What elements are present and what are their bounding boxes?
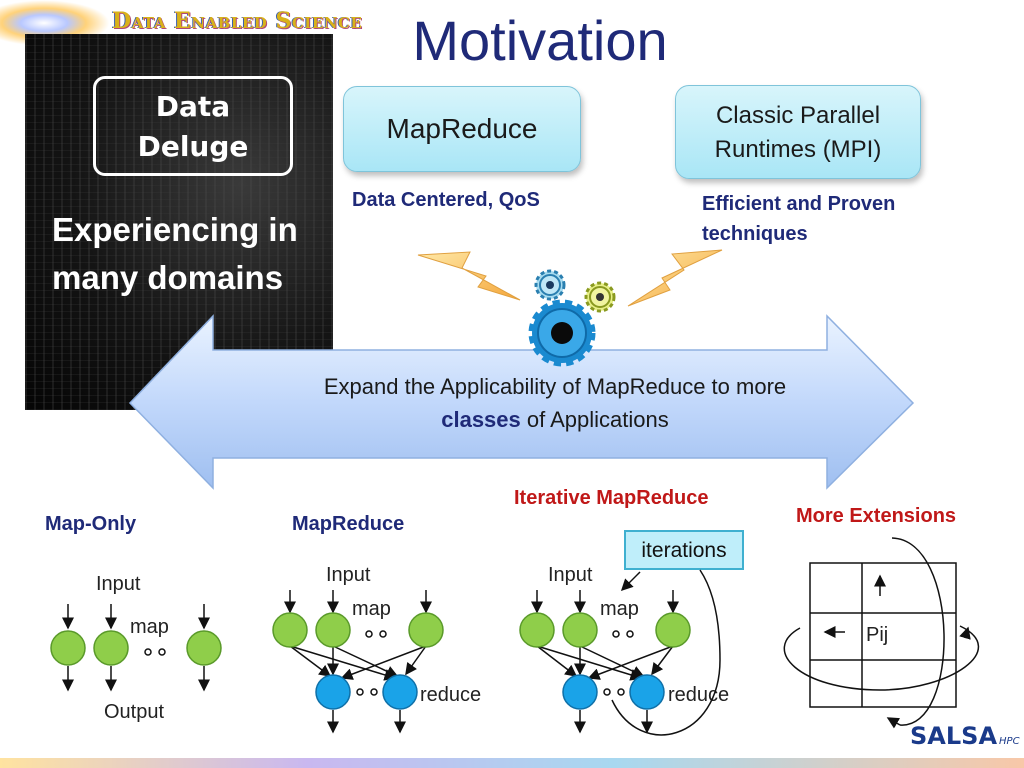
mapreduce-reduce-node-1: [315, 674, 351, 710]
extensions-title: More Extensions: [796, 505, 957, 527]
salsa-logo-text: SALSA: [910, 722, 998, 750]
datacenter-photo: [25, 34, 333, 410]
iterations-callout: iterations: [624, 530, 744, 570]
mapreduce-reduce-node-2: [382, 674, 418, 710]
iterative-map-node-1: [519, 612, 555, 648]
mapreduce-reduce-label: reduce: [420, 684, 482, 706]
map-only-title: Map-Only: [45, 513, 137, 535]
arrow-text-line1: Expand the Applicability of MapReduce to…: [323, 374, 787, 399]
iterative-input-label: Input: [548, 564, 593, 586]
map-only-node-1: [50, 630, 86, 666]
lightning-right-icon: [627, 249, 723, 307]
iterative-map-node-3: [655, 612, 691, 648]
mapreduce-map-node-2: [315, 612, 351, 648]
iterative-reduce-label: reduce: [668, 684, 730, 706]
data-deluge-label: Data Deluge: [93, 76, 293, 176]
gear-small-yellow-icon: [584, 281, 616, 313]
mapreduce-map-label: map: [352, 598, 391, 620]
arrow-text-emph: classes: [441, 407, 521, 432]
map-only-node-3: [186, 630, 222, 666]
mapreduce-map-node-1: [272, 612, 308, 648]
salsa-logo-sub: HPC: [999, 736, 1020, 747]
double-arrow: [128, 314, 915, 490]
map-only-input-label: Input: [96, 573, 141, 595]
brand-banner: Data Enabled Science: [112, 8, 363, 34]
map-only-node-2: [93, 630, 129, 666]
footer-strip: [0, 758, 1024, 768]
iterative-map-label: map: [600, 598, 639, 620]
mapreduce-map-node-3: [408, 612, 444, 648]
pij-label: Pij: [866, 624, 889, 646]
lightning-left-icon: [417, 251, 521, 301]
page-title: Motivation: [412, 9, 668, 72]
arrow-text-line2: classes of Applications: [250, 403, 860, 436]
gear-large-blue-icon: [528, 299, 596, 367]
arrow-text: Expand the Applicability of MapReduce to…: [250, 370, 860, 436]
mapreduce-note: Data Centered, QoS: [352, 189, 540, 211]
gear-small-blue-icon: [534, 269, 566, 301]
iterative-reduce-node-1: [562, 674, 598, 710]
iterative-map-node-2: [562, 612, 598, 648]
iterative-title: Iterative MapReduce: [514, 487, 709, 509]
iterative-reduce-node-2: [629, 674, 665, 710]
mapreduce-title: MapReduce: [292, 513, 405, 535]
classic-note: Efficient and Proven techniques: [702, 193, 896, 245]
classic-parallel-box: Classic Parallel Runtimes (MPI): [675, 85, 921, 179]
arrow-text-rest: of Applications: [520, 407, 669, 432]
map-only-output-label: Output: [104, 701, 165, 723]
experiencing-caption: Experiencing in many domains: [52, 211, 298, 296]
map-only-map-label: map: [130, 616, 169, 638]
mapreduce-input-label: Input: [326, 564, 371, 586]
mapreduce-box: MapReduce: [343, 86, 581, 172]
